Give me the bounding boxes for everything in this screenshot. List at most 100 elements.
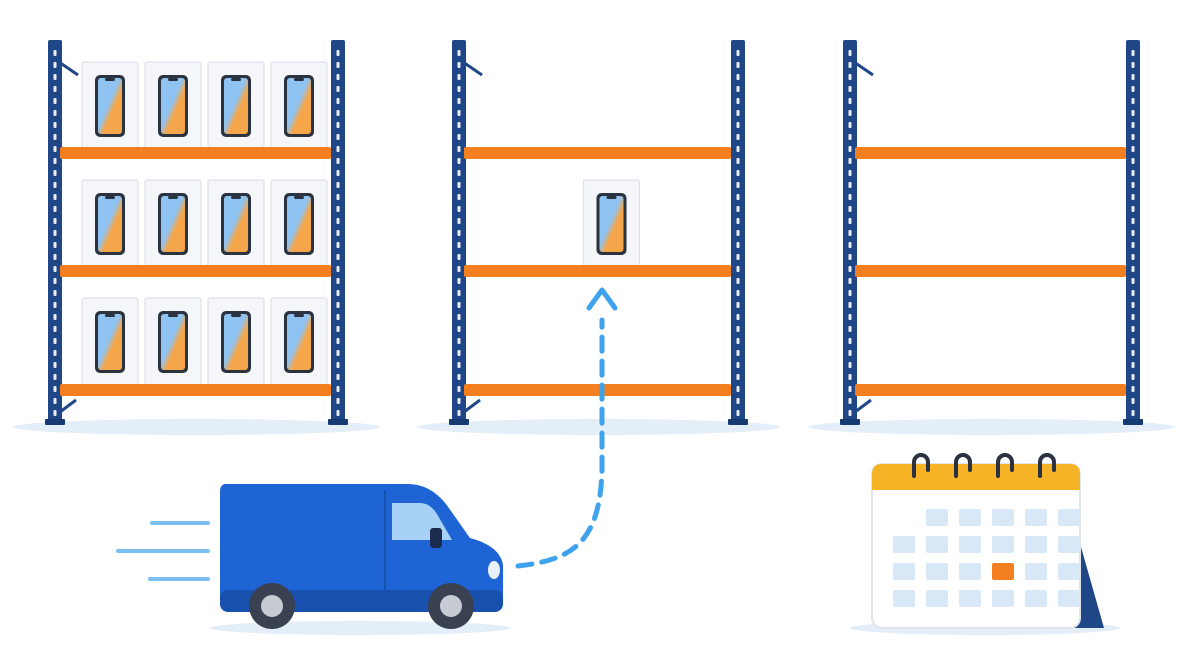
upright-hole <box>1131 158 1135 164</box>
upright-hole <box>736 242 740 248</box>
upright-hole <box>336 254 340 260</box>
upright-hole <box>336 50 340 56</box>
delivery-arrow <box>515 287 618 569</box>
calendar-day <box>992 509 1014 526</box>
phone-screen <box>287 314 311 370</box>
phone-screen <box>161 78 185 134</box>
upright-hole <box>336 302 340 308</box>
calendar-day <box>893 563 915 580</box>
calendar-day <box>1058 536 1080 553</box>
upright-hole <box>53 122 57 128</box>
upright-hole <box>736 158 740 164</box>
upright-hole <box>457 62 461 68</box>
upright-hole <box>1131 170 1135 176</box>
calendar-day <box>926 536 948 553</box>
upright-hole <box>736 110 740 116</box>
upright-hole <box>457 326 461 332</box>
upright-hole <box>1131 98 1135 104</box>
upright-foot <box>728 419 748 425</box>
phone-notch <box>294 78 304 81</box>
upright-hole <box>848 218 852 224</box>
upright-hole <box>457 110 461 116</box>
upright-hole <box>1131 362 1135 368</box>
upright-hole <box>736 398 740 404</box>
upright-hole <box>1131 86 1135 92</box>
wheel-hub <box>440 595 462 617</box>
phone-box-icon <box>81 61 139 151</box>
upright-hole <box>848 98 852 104</box>
upright-hole <box>457 410 461 416</box>
upright-hole <box>457 194 461 200</box>
phone-screen <box>98 78 122 134</box>
upright-hole <box>1131 194 1135 200</box>
upright-hole <box>457 170 461 176</box>
upright-hole <box>53 134 57 140</box>
upright-hole <box>53 182 57 188</box>
upright-hole <box>457 230 461 236</box>
calendar-highlighted-day <box>992 563 1014 580</box>
arrow-head <box>586 287 618 311</box>
upright-hole <box>53 350 57 356</box>
upright-hole <box>736 410 740 416</box>
upright-hole <box>1131 266 1135 272</box>
upright-hole <box>848 338 852 344</box>
upright-hole <box>1131 230 1135 236</box>
upright-hole <box>736 50 740 56</box>
van-mirror <box>430 528 442 548</box>
upright-hole <box>1131 146 1135 152</box>
upright-hole <box>848 146 852 152</box>
upright-hole <box>457 362 461 368</box>
calendar-day <box>926 590 948 607</box>
upright-hole <box>1131 314 1135 320</box>
phone-notch <box>105 196 115 199</box>
phone-box-icon <box>144 179 202 269</box>
upright-hole <box>53 170 57 176</box>
phone-notch <box>231 314 241 317</box>
upright-hole <box>336 290 340 296</box>
upright-hole <box>336 350 340 356</box>
upright-hole <box>736 326 740 332</box>
speed-lines-icon <box>116 521 210 581</box>
upright-hole <box>336 206 340 212</box>
phone-notch <box>168 314 178 317</box>
upright-hole <box>848 182 852 188</box>
phone-screen <box>224 314 248 370</box>
upright-hole <box>1131 218 1135 224</box>
upright-hole <box>736 134 740 140</box>
phone-box-icon <box>207 297 265 387</box>
upright-hole <box>848 206 852 212</box>
rack-beam <box>464 384 731 396</box>
upright-hole <box>336 98 340 104</box>
upright-hole <box>848 410 852 416</box>
phone-notch <box>105 314 115 317</box>
phone-screen <box>599 196 624 252</box>
upright-hole <box>336 122 340 128</box>
upright-hole <box>336 194 340 200</box>
phone-box-icon <box>270 179 328 269</box>
phone-box-icon <box>144 297 202 387</box>
upright-hole <box>457 206 461 212</box>
calendar-header <box>872 464 1080 490</box>
upright-hole <box>336 362 340 368</box>
upright-hole <box>53 98 57 104</box>
upright-hole <box>848 278 852 284</box>
upright-hole <box>1131 278 1135 284</box>
upright-hole <box>457 98 461 104</box>
upright-hole <box>736 302 740 308</box>
phone-notch <box>294 196 304 199</box>
floor-shadow <box>417 419 780 435</box>
upright-hole <box>736 278 740 284</box>
upright-hole <box>1131 350 1135 356</box>
upright-hole <box>736 146 740 152</box>
upright-hole <box>848 194 852 200</box>
upright-hole <box>336 410 340 416</box>
upright-hole <box>53 62 57 68</box>
calendar-day <box>992 590 1014 607</box>
upright-hole <box>53 206 57 212</box>
upright-hole <box>1131 74 1135 80</box>
upright-hole <box>336 242 340 248</box>
upright-hole <box>736 122 740 128</box>
rack-beam <box>464 265 731 277</box>
upright-hole <box>848 134 852 140</box>
upright-hole <box>53 338 57 344</box>
